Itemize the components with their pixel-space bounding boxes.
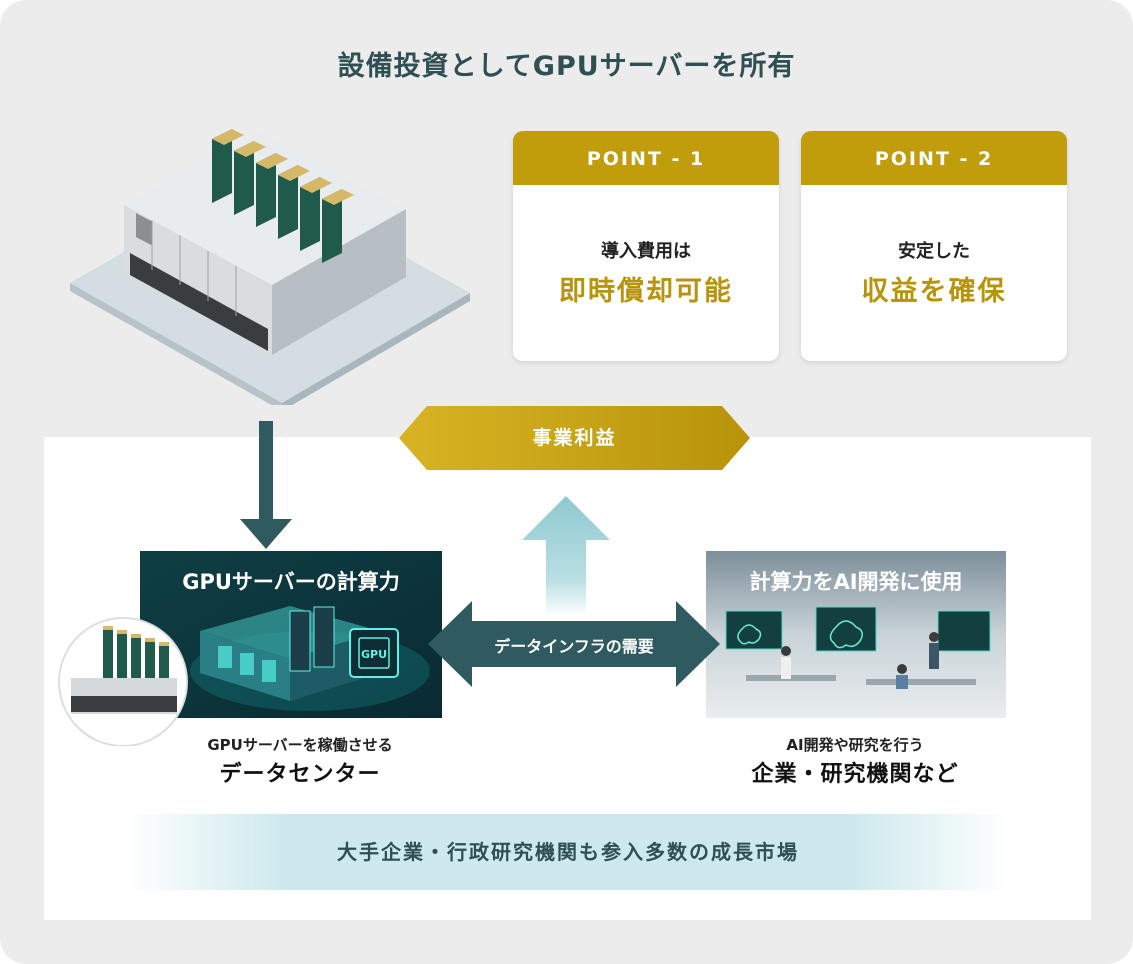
market-label: 大手企業・行政研究機関も参入多数の成長市場 [337, 840, 799, 864]
point-card-highlight: 収益を確保 [861, 276, 1007, 307]
double-arrow-icon [428, 601, 720, 687]
gpu-server-illustration [70, 129, 470, 405]
point-card-line1: 導入費用は [601, 241, 691, 262]
demand-label: データインフラの需要 [494, 637, 654, 656]
datacenter-image: GPU [140, 551, 442, 718]
brain-icon [737, 620, 863, 649]
profit-label: 事業利益 [532, 427, 617, 449]
profit-banner [399, 406, 750, 470]
point-card-1: POINT - 1 導入費用は 即時償却可能 [513, 131, 779, 361]
down-arrow-icon [240, 421, 292, 549]
gpu-server-thumbnail [58, 617, 188, 746]
point-card-header: POINT - 2 [801, 131, 1067, 185]
datacenter-image-title: GPUサーバーの計算力 [182, 570, 400, 594]
point-card-2: POINT - 2 安定した 収益を確保 [801, 131, 1067, 361]
page-title: 設備投資としてGPUサーバーを所有 [337, 51, 796, 82]
point-card-line1: 安定した [898, 241, 970, 262]
cpu-chip-icon: GPU [361, 648, 387, 661]
ai-caption-small: AI開発や研究を行う [786, 736, 924, 754]
ai-caption-large: 企業・研究機関など [751, 762, 959, 787]
point-card-highlight: 即時償却可能 [559, 276, 733, 307]
datacenter-caption-large: データセンター [219, 762, 381, 787]
point-card-header: POINT - 1 [513, 131, 779, 185]
datacenter-caption-small: GPUサーバーを稼働させる [207, 736, 393, 754]
market-band [126, 814, 1010, 890]
up-arrow-icon [522, 496, 610, 616]
ai-development-image [706, 551, 1006, 718]
ai-image-title: 計算力をAI開発に使用 [749, 570, 963, 594]
